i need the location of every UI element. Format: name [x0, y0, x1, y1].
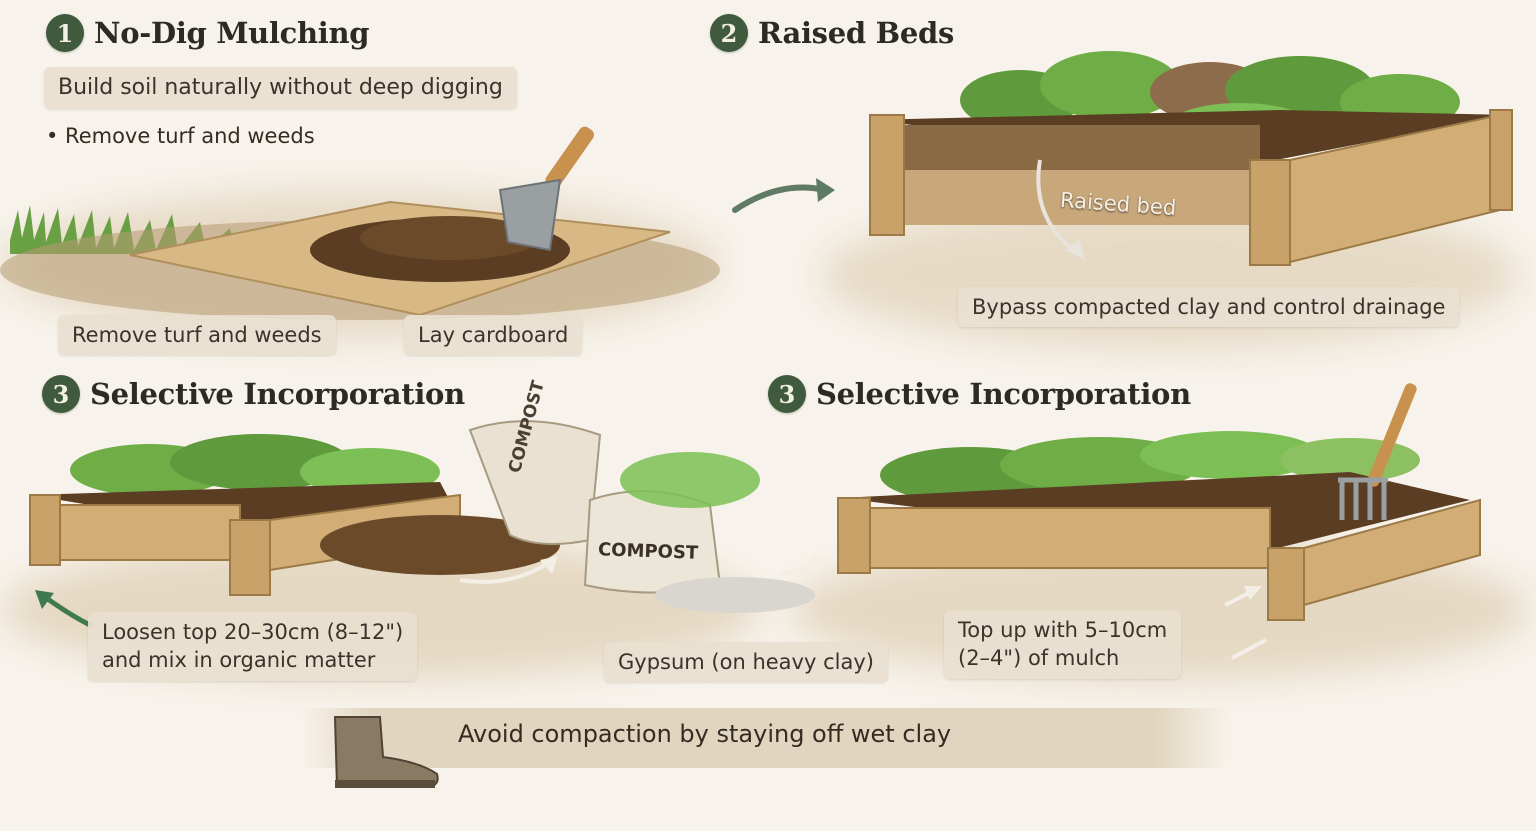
- step-2-heading: 2 Raised Beds: [710, 14, 954, 52]
- label-remove-turf: Remove turf and weeds: [58, 315, 336, 356]
- step-1-title: No-Dig Mulching: [94, 16, 370, 50]
- label-lay-cardboard: Lay cardboard: [404, 315, 583, 356]
- bed-board-a: [59, 504, 241, 561]
- step-1-number-badge: 1: [46, 14, 84, 52]
- raised-bed-illustration: [869, 51, 1513, 266]
- gypsum-label: Gypsum (on heavy clay): [604, 642, 888, 683]
- loosen-line-2: and mix in organic matter: [102, 648, 376, 673]
- compost-bag-label: COMPOST: [597, 539, 699, 564]
- mulch-bed-side-board: [1303, 498, 1481, 607]
- step-3-title-left: Selective Incorporation: [90, 377, 465, 411]
- step-3-title-right: Selective Incorporation: [816, 377, 1191, 411]
- step-1-subtitle: Build soil naturally without deep diggin…: [44, 67, 517, 109]
- mulch-line-1: Top up with 5–10cm: [958, 618, 1168, 642]
- mulch-bed-illustration: [837, 383, 1481, 660]
- bed-lower-layer: [900, 170, 1260, 225]
- incorporation-illustration: [29, 420, 830, 613]
- arrow-to-bag-icon: [459, 560, 552, 584]
- step-1-heading: 1 No-Dig Mulching: [46, 14, 370, 52]
- step-3-number-badge-left: 3: [42, 375, 80, 413]
- trowel-icon: [498, 126, 594, 252]
- mulch-bed-greens: [880, 431, 1420, 503]
- step-2-number-badge: 2: [710, 14, 748, 52]
- arrow-to-bed-icon: [779, 563, 821, 577]
- loosen-soil-caption: Loosen top 20–30cm (8–12") and mix in or…: [88, 612, 418, 681]
- bed-post-left: [869, 114, 905, 236]
- mulch-bed-post-front: [1267, 547, 1305, 621]
- step-3-number-badge-right: 3: [768, 375, 806, 413]
- tip-banner: [300, 708, 1230, 768]
- mulch-arrow-2-icon: [1231, 638, 1267, 660]
- raised-beds-caption: Bypass compacted clay and control draina…: [958, 287, 1460, 328]
- arrow-to-raised-beds-icon: [732, 178, 835, 213]
- step-2-title: Raised Beds: [758, 16, 954, 50]
- garden-fork-icon: [1338, 383, 1417, 520]
- bed-post-right: [1489, 109, 1513, 211]
- step-3-heading-left: 3 Selective Incorporation: [42, 375, 465, 413]
- loosen-line-1: Loosen top 20–30cm (8–12"): [102, 620, 404, 644]
- tip-text: Avoid compaction by staying off wet clay: [458, 720, 952, 748]
- bed-post-a: [29, 494, 61, 566]
- compost-bag-open: [468, 420, 602, 545]
- loosen-arrow-icon: [35, 590, 93, 628]
- mulch-pile-top: [360, 216, 540, 260]
- gypsum-pile: [655, 577, 815, 613]
- mulch-bed-front-board: [869, 507, 1271, 569]
- step-1-bullet: • Remove turf and weeds: [46, 124, 315, 148]
- step-3-heading-right: 3 Selective Incorporation: [768, 375, 1191, 413]
- side-greens: [620, 452, 760, 508]
- mulch-bed-post-left: [837, 497, 871, 574]
- compost-spill: [320, 515, 560, 575]
- no-dig-illustration: [0, 126, 720, 320]
- mulch-topup-caption: Top up with 5–10cm (2–4") of mulch: [944, 610, 1182, 679]
- mulch-line-2: (2–4") of mulch: [958, 646, 1120, 671]
- boot-icon: [333, 716, 439, 788]
- bed-post-front: [1249, 159, 1291, 266]
- bed-post-b: [229, 519, 271, 596]
- bed-greens: [70, 434, 440, 496]
